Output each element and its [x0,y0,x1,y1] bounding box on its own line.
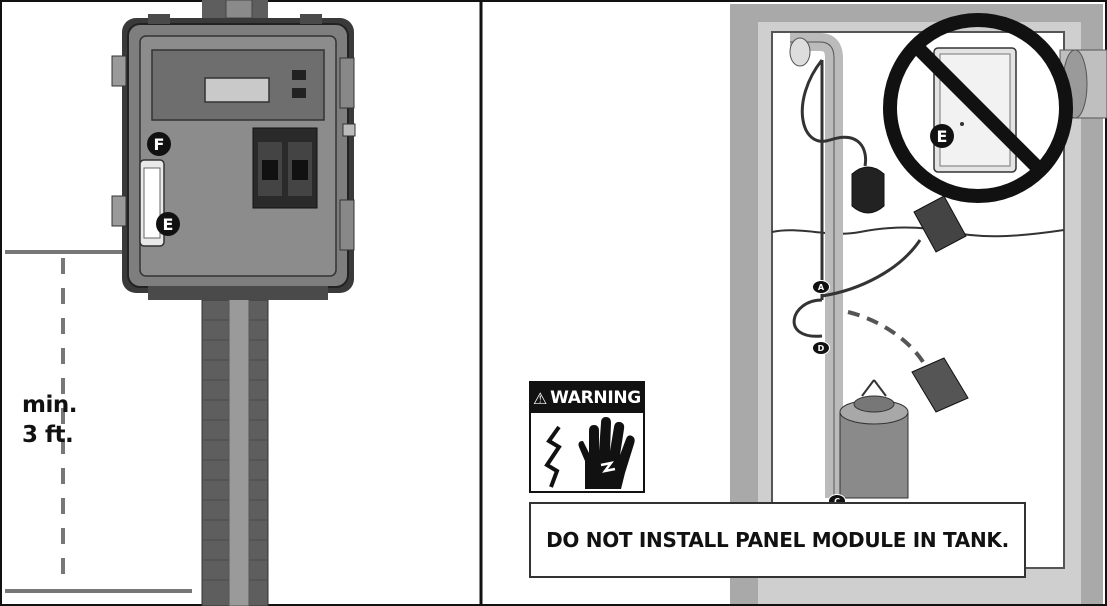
control-float [913,195,967,253]
warning-header: ⚠ WARNING [531,383,643,413]
clearance-label-line1: min. [22,392,77,418]
upper-float [851,166,885,214]
marker-f: F [147,132,171,156]
marker-e-crossed: E [930,124,954,148]
clearance-label-line2: 3 ft. [22,422,74,448]
control-panel-box [111,14,356,300]
prohibition-ring [883,13,1073,203]
pump [839,379,909,499]
prohibition-slash [911,41,1045,175]
electric-shock-hand-icon [544,417,635,489]
warning-sign: ⚠ WARNING [529,381,645,493]
point-d: D [812,341,830,355]
warning-message-box: DO NOT INSTALL PANEL MODULE IN TANK. [529,502,1026,578]
warning-message: DO NOT INSTALL PANEL MODULE IN TANK. [546,528,1009,552]
point-a: A [812,280,830,294]
warning-triangle-icon: ⚠ [533,388,548,408]
clearance-label: min. 3 ft. [22,390,77,450]
marker-e: E [156,212,180,236]
circuit-breakers [252,127,318,209]
lcd-display [204,77,270,103]
warning-label: WARNING [550,388,641,408]
conduit [228,289,250,606]
dropped-float [911,357,969,413]
